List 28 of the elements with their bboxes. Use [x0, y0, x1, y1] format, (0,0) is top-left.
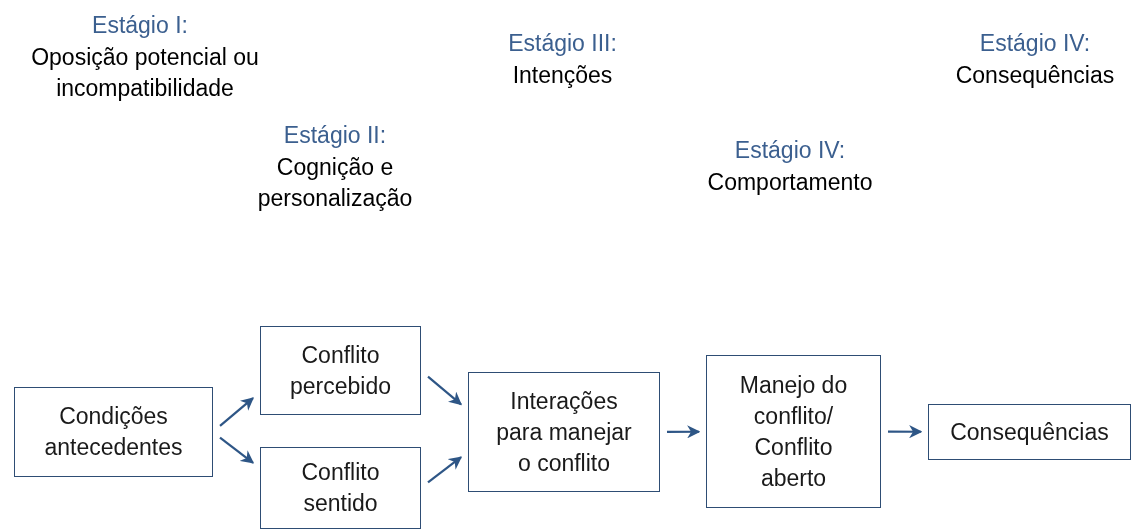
box-label: Manejo do conflito/ Conflito aberto — [738, 370, 849, 493]
stage-description: Intenções — [511, 61, 614, 90]
arrow — [427, 375, 462, 406]
process-box — [928, 404, 1131, 460]
process-box — [260, 326, 421, 415]
stage-description: Oposição potencial ou incompatibilidade — [30, 43, 260, 103]
stage-description: Cognição e personalização — [256, 153, 414, 213]
box-label: Consequências — [950, 417, 1109, 447]
box-label: Condições antecedentes — [43, 402, 184, 462]
box-label: Conflito percebido — [289, 340, 392, 401]
box-label: Conflito sentido — [300, 458, 381, 518]
arrow — [219, 397, 254, 427]
arrow — [219, 436, 255, 464]
process-box — [14, 387, 213, 477]
process-box — [260, 447, 421, 529]
arrow — [888, 425, 923, 439]
process-box — [468, 372, 660, 492]
box-label: Interações para manejar o conflito — [495, 386, 633, 478]
stage-description: Consequências — [954, 61, 1116, 90]
stage-heading: Estágio II: — [282, 121, 388, 150]
arrow — [667, 425, 701, 439]
stage-heading: Estágio IV: — [978, 29, 1092, 58]
arrow — [427, 456, 463, 484]
stage-heading: Estágio III: — [507, 29, 618, 58]
stage-description: Comportamento — [706, 168, 874, 197]
stage-heading: Estágio IV: — [733, 136, 847, 165]
stage-heading: Estágio I: — [91, 11, 189, 40]
process-box — [706, 355, 881, 508]
